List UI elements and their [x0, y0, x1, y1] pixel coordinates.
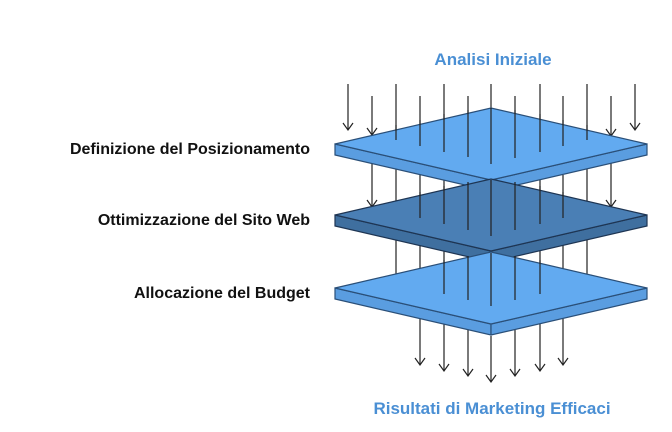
- layer-3-label: Allocazione del Budget: [133, 285, 310, 302]
- pass-through-arrows: [395, 108, 588, 306]
- arrow-head: [342, 122, 354, 132]
- arrow-head: [629, 122, 641, 132]
- outgoing-arrows: [414, 318, 569, 384]
- layer-1-label: Definizione del Posizionamento: [69, 141, 310, 158]
- layer-2-plate: [334, 178, 648, 263]
- top-title: Analisi Iniziale: [434, 50, 552, 69]
- layer-2-label: Ottimizzazione del Sito Web: [97, 212, 310, 229]
- bottom-title: Risultati di Marketing Efficaci: [373, 399, 611, 418]
